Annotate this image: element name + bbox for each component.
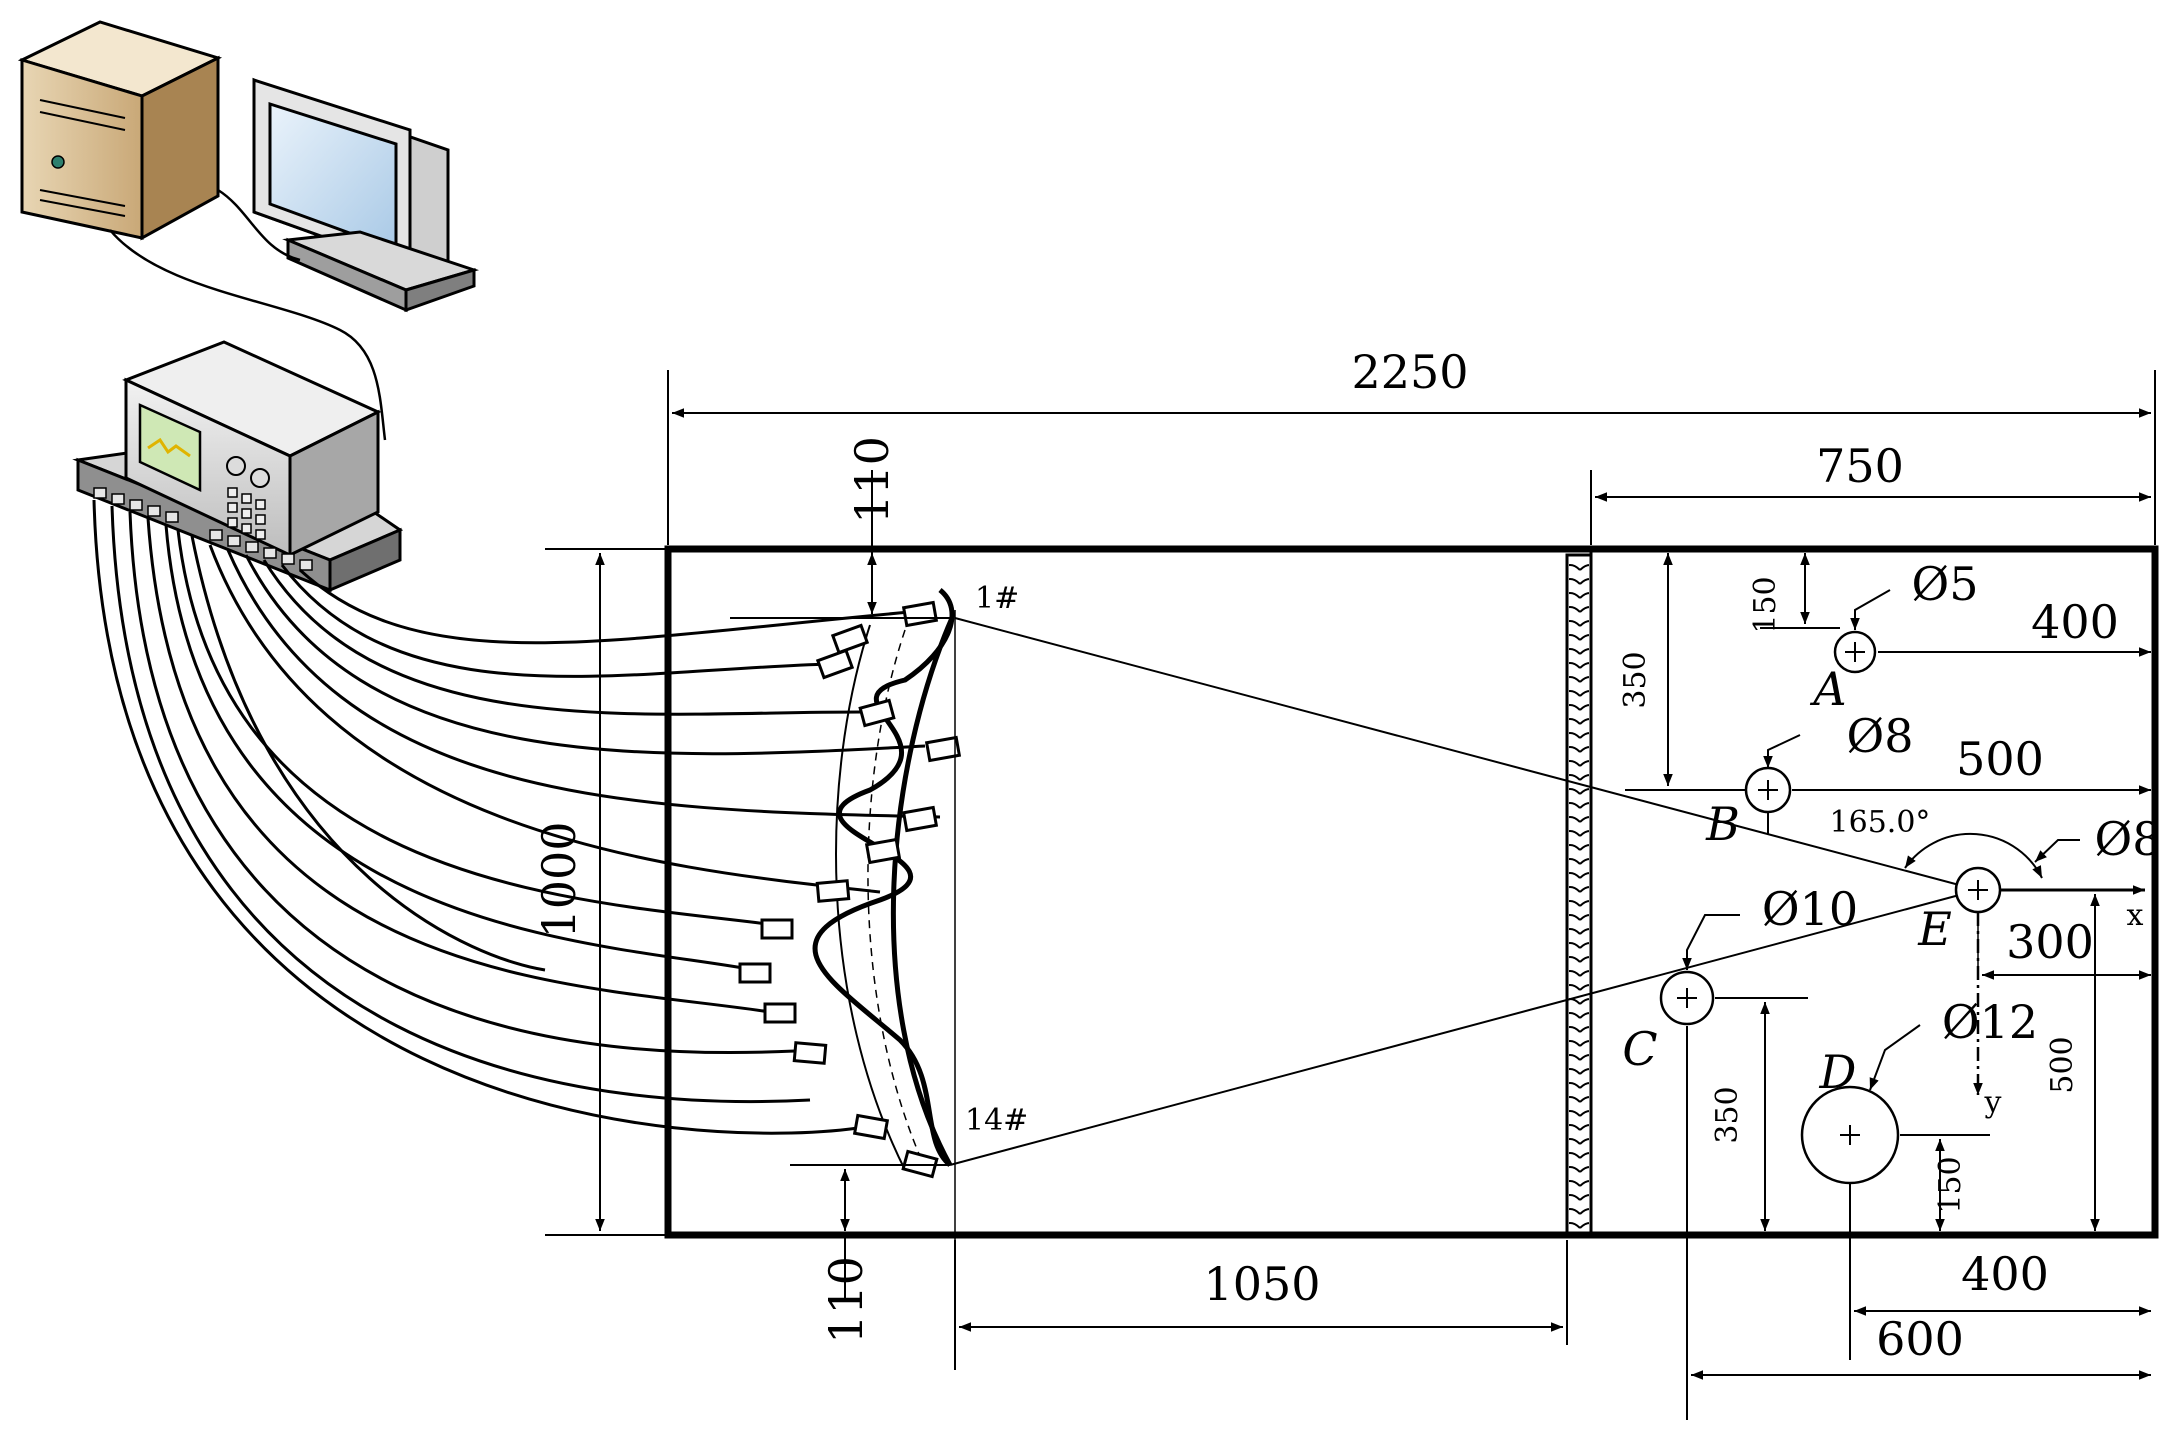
defect-d	[1800, 1085, 1900, 1185]
transducer-cables	[92, 499, 941, 1135]
dim-plate-height: 1000	[532, 821, 586, 938]
defect-b-label: B	[1705, 797, 1740, 851]
defect-c-label: C	[1622, 1022, 1657, 1076]
defect-e	[1954, 866, 2002, 914]
dim-array-offset-bottom: 110	[819, 1256, 873, 1344]
dim-overall-length: 2250	[1351, 345, 1468, 399]
computer-cable	[109, 229, 387, 441]
dim-a-y: 150	[1748, 576, 1783, 633]
monitor-icon	[252, 77, 480, 313]
dim-a-x: 400	[2031, 595, 2119, 649]
last-element-label: 14#	[965, 1103, 1028, 1138]
leader-c	[1682, 914, 1740, 970]
defect-a-diameter: Ø5	[1912, 557, 1979, 611]
monitor-cable	[217, 188, 301, 262]
defect-b-diameter: Ø8	[1847, 709, 1914, 763]
defect-a	[1833, 630, 1877, 674]
defect-d-label: D	[1819, 1045, 1857, 1099]
dim-d-x: 400	[1961, 1247, 2049, 1301]
dim-e-y: 500	[2045, 1036, 2080, 1093]
plate-outline	[664, 545, 2159, 1239]
ultrasonic-instrument-icon	[72, 340, 404, 593]
dim-c-x: 600	[1876, 1312, 1964, 1366]
dim-d-y: 150	[1933, 1156, 1968, 1213]
defect-c	[1659, 970, 1715, 1026]
angle-arc	[1904, 832, 2043, 879]
weld-seam-pattern	[1569, 557, 1589, 1231]
dim-c-y: 350	[1710, 1086, 1745, 1143]
defect-c-diameter: Ø10	[1762, 882, 1858, 936]
defect-e-diameter: Ø8	[2095, 812, 2162, 866]
defect-b	[1744, 766, 1792, 814]
leader-a	[1850, 589, 1891, 630]
defect-a-label: A	[1809, 662, 1846, 716]
y-axis-label: y	[1984, 1085, 2002, 1120]
dim-right-section: 750	[1816, 439, 1904, 493]
defect-d-diameter: Ø12	[1942, 995, 2038, 1049]
x-axis-label: x	[2127, 898, 2144, 933]
leader-d	[1869, 1024, 1921, 1091]
leader-e	[2034, 839, 2080, 863]
dim-array-offset-top: 110	[845, 436, 899, 524]
desktop-computer-icon	[17, 20, 223, 241]
angle-label: 165.0°	[1830, 805, 1931, 840]
beam-line-top	[954, 617, 1979, 891]
curved-transducer-array	[738, 588, 962, 1179]
dim-b-y: 350	[1618, 651, 1653, 708]
dim-e-x: 300	[2006, 915, 2094, 969]
dim-b-x: 500	[1956, 732, 2044, 786]
dim-array-to-weld: 1050	[1203, 1257, 1320, 1311]
first-element-label: 1#	[975, 581, 1019, 616]
defect-e-label: E	[1917, 902, 1952, 956]
leader-b	[1763, 734, 1801, 768]
beam-line-bottom	[949, 889, 1979, 1166]
